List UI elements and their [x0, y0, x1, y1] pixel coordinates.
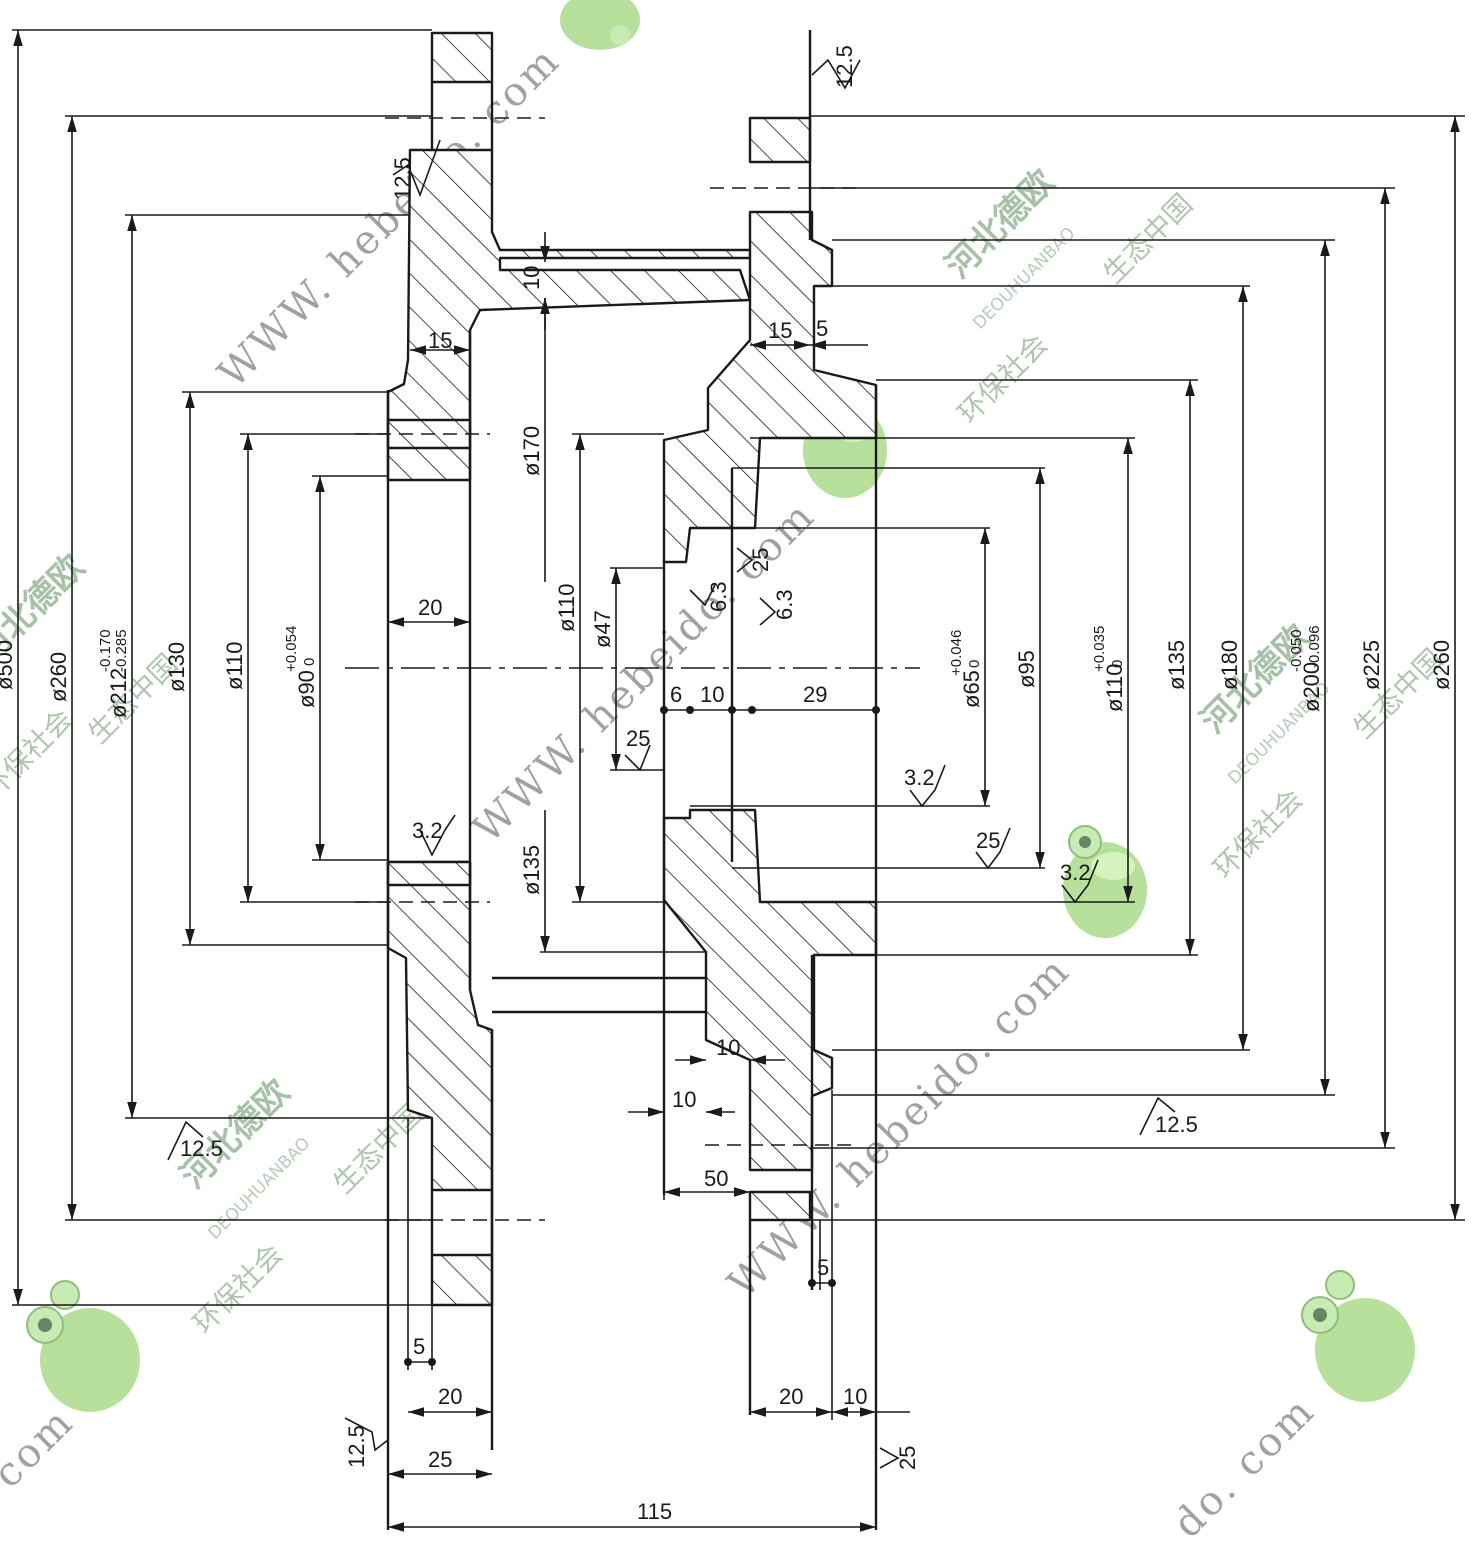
- dim-diameter-65: ø65: [959, 670, 984, 708]
- dim-diameter-47: ø47: [590, 610, 615, 648]
- frog-mascot-icon: [1301, 1270, 1415, 1402]
- roughness-25: 25: [748, 548, 773, 572]
- dim-diameter-95: ø95: [1014, 650, 1039, 688]
- dim-diameter-225: ø225: [1359, 640, 1384, 690]
- roughness-symbols: [167, 58, 1176, 1469]
- right-hub-part: [662, 30, 1135, 1530]
- dim-width-15-left: 15: [428, 328, 452, 353]
- watermark-url: do. com: [1165, 1387, 1325, 1544]
- dim-width-50: 50: [704, 1166, 728, 1191]
- frog-mascot-icon: [560, 0, 640, 50]
- dim-width-15-right: 15: [768, 318, 792, 343]
- roughness-3-2: 3.2: [1060, 860, 1091, 885]
- watermark-slogan: 环保社会: [0, 702, 79, 805]
- roughness-3-2: 3.2: [904, 765, 935, 790]
- dim-width-25-bottom: 25: [428, 1447, 452, 1472]
- dim-diameter-170: ø170: [519, 426, 544, 476]
- roughness-25: 25: [895, 1446, 920, 1470]
- dim-tol-212-lower: -0.285: [113, 629, 130, 672]
- dim-tol-90-upper: +0.054: [283, 626, 300, 672]
- extension-lines: [12, 29, 1465, 1420]
- watermark-url: WWW. hebeido. com: [465, 492, 825, 852]
- roughness-6-3: 6.3: [772, 589, 797, 620]
- roughness-6-3: 6.3: [706, 581, 731, 612]
- dim-diameter-90: ø90: [294, 670, 319, 708]
- dim-diameter-135-right: ø135: [1164, 640, 1189, 690]
- dimension-lines: [13, 30, 1460, 1532]
- dim-diameter-110-left: ø110: [222, 641, 247, 690]
- dim-tol-110-lower: 0: [1109, 660, 1126, 668]
- watermark-url: com: [0, 1398, 83, 1497]
- dim-width-5-left: 5: [413, 1334, 425, 1359]
- dim-tol-200-upper: -0.050: [1288, 629, 1305, 672]
- dim-diameter-200: ø200: [1299, 662, 1324, 712]
- dim-tol-200-lower: -0.096: [1306, 625, 1323, 668]
- dim-width-20-bottom-left: 20: [438, 1384, 462, 1409]
- dimension-labels: ø500 ø260 ø212 -0.170 -0.285 ø130 ø110 ø…: [0, 45, 1454, 1524]
- watermark-url: WWW. hebeido. com: [210, 37, 570, 397]
- roughness-12-5: 12.5: [390, 157, 415, 200]
- dim-diameter-260-right: ø260: [1429, 640, 1454, 690]
- roughness-3-2: 3.2: [412, 818, 443, 843]
- dim-diameter-135-left: ø135: [519, 845, 544, 895]
- dim-width-10-top: 10: [519, 266, 544, 290]
- dim-width-10-bottom-right: 10: [843, 1384, 867, 1409]
- dim-width-10-a: 10: [716, 1035, 740, 1060]
- roughness-12-5: 12.5: [832, 45, 857, 88]
- roughness-25: 25: [976, 828, 1000, 853]
- roughness-25: 25: [626, 726, 650, 751]
- dim-tol-65-upper: +0.046: [948, 630, 965, 676]
- roughness-12-5: 12.5: [344, 1425, 369, 1468]
- dim-tol-65-lower: 0: [966, 660, 983, 668]
- dim-width-20-left: 20: [418, 595, 442, 620]
- dim-width-29: 29: [803, 682, 827, 707]
- dim-tol-110-upper: +0.035: [1091, 626, 1108, 672]
- roughness-12-5: 12.5: [1155, 1112, 1198, 1137]
- dim-diameter-180: ø180: [1217, 640, 1242, 690]
- dim-diameter-110-mid: ø110: [554, 583, 579, 632]
- frog-mascot-icon: [26, 1280, 140, 1412]
- dim-diameter-130: ø130: [164, 642, 189, 692]
- dim-width-10-b: 10: [672, 1087, 696, 1112]
- dim-diameter-260-left: ø260: [46, 652, 71, 702]
- watermark-slogan: 生态中国: [1097, 187, 1200, 290]
- dim-width-20-bottom-right: 20: [779, 1384, 803, 1409]
- dim-diameter-500: ø500: [0, 640, 17, 690]
- left-flange-part: [386, 31, 752, 1530]
- watermark-slogan: 环保社会: [187, 1237, 290, 1340]
- dim-width-115: 115: [637, 1499, 672, 1524]
- dim-diameter-212: ø212: [106, 668, 131, 718]
- dim-width-10-mid: 10: [700, 682, 724, 707]
- watermark-slogan: 环保社会: [1207, 782, 1310, 885]
- watermark-slogan: 环保社会: [952, 327, 1055, 430]
- dim-width-5-bottom: 5: [817, 1255, 829, 1280]
- dim-width-5-right: 5: [816, 316, 828, 341]
- dim-tol-212-upper: -0.170: [97, 629, 114, 672]
- dim-tol-90-lower: 0: [301, 658, 318, 666]
- dim-diameter-110-right: ø110: [1102, 663, 1127, 712]
- roughness-12-5: 12.5: [180, 1136, 223, 1161]
- dim-width-6: 6: [670, 682, 682, 707]
